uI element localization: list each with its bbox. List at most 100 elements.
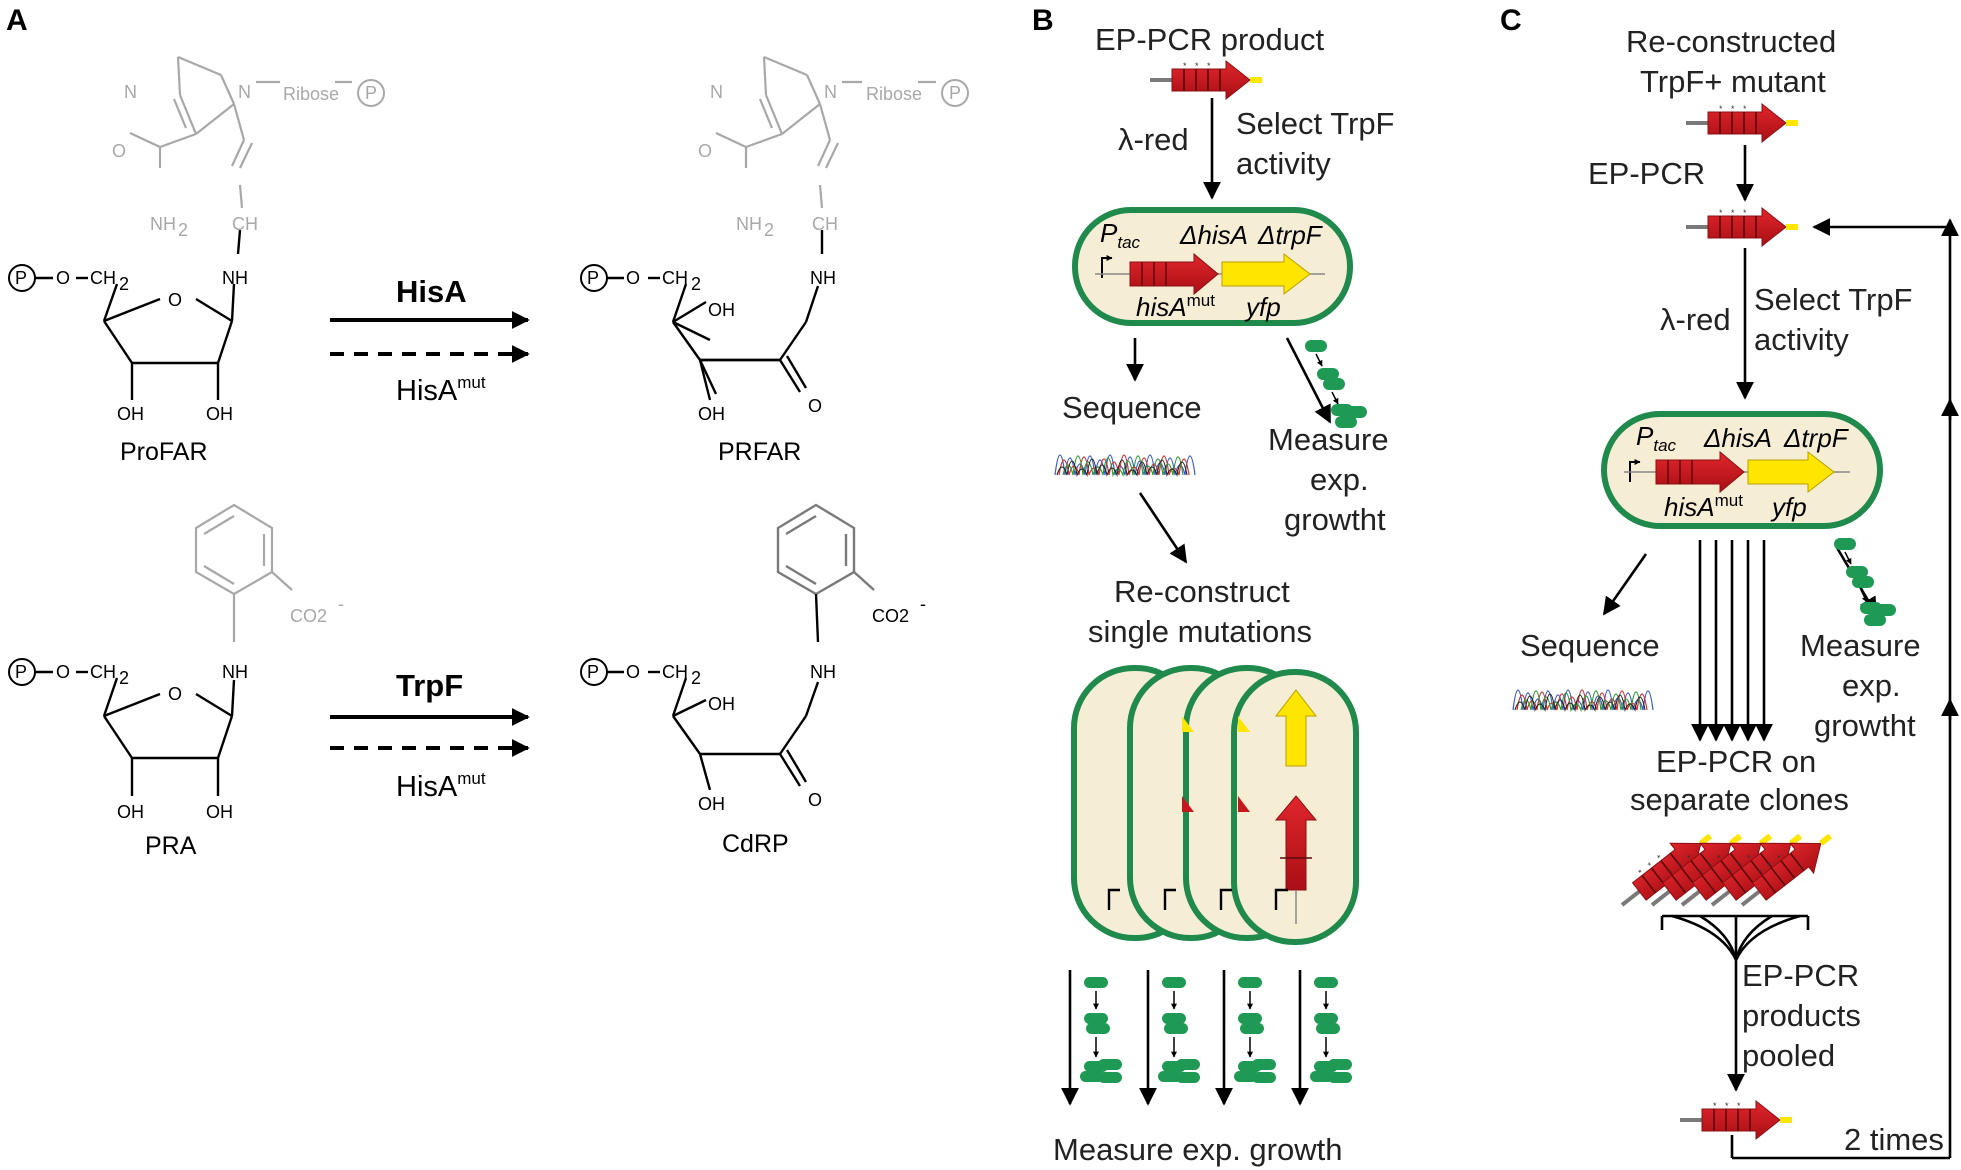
c-sequence: Sequence <box>1520 628 1660 663</box>
ribose-label: Ribose <box>283 84 339 104</box>
b-arrow-reconstruct <box>1138 492 1188 564</box>
c-loop-back <box>1730 218 1959 1160</box>
ch2-sub-4: 2 <box>691 668 701 688</box>
b-measure-1: Measure <box>1268 422 1389 457</box>
hisa-reaction: HisA HisAmut <box>330 274 530 407</box>
b-chromatogram <box>1054 454 1196 476</box>
b-delta-hisa: ΔhisA <box>1179 220 1248 250</box>
b-promoter: Ptac <box>1100 218 1141 252</box>
c-pooled-2: products <box>1742 998 1861 1033</box>
c-select-2: activity <box>1754 322 1849 357</box>
c-construct-mid <box>1685 207 1799 247</box>
b-select-1: Select TrpF <box>1236 106 1395 141</box>
c-growth-icon <box>1834 538 1896 626</box>
c-diagonal-constructs <box>1609 820 1843 921</box>
prfar-structure: N N Ribose P O NH 2 CH P O CH <box>580 55 969 466</box>
panel-label-b: B <box>1032 4 1054 37</box>
n-atom-2: N <box>238 82 251 102</box>
o-link-3: O <box>56 662 70 682</box>
c-construct-top <box>1685 103 1799 143</box>
hisa-label: HisA <box>396 274 467 309</box>
co2-charge-2: - <box>920 594 926 614</box>
b-measure-growth: Measure exp. growth <box>1053 1132 1342 1167</box>
oh-4a: OH <box>708 694 735 714</box>
c-construct-bottom <box>1679 1100 1793 1140</box>
c-hisa-gene: hisAmut <box>1664 491 1743 522</box>
ch2-sub-2: 2 <box>691 274 701 294</box>
profar-label: ProFAR <box>120 438 208 466</box>
phosphate-grey-2: P <box>949 83 961 103</box>
ch-label-2: CH <box>812 214 838 234</box>
oh-2a: OH <box>708 300 735 320</box>
trpf-reaction: TrpF HisAmut <box>330 668 530 803</box>
hisa-mut-label-1: HisAmut <box>396 373 486 407</box>
ch2-sub-1: 2 <box>119 274 129 294</box>
b-arrow-measure <box>1285 337 1332 424</box>
n-atom-3: N <box>710 82 723 102</box>
pra-structure: CO2 - P O CH 2 O NH OH OH PRA <box>8 503 344 860</box>
panel-label-c: C <box>1500 4 1522 37</box>
ch-label: CH <box>232 214 258 234</box>
cdrp-structure: CO2 - P O CH 2 OH OH O NH CdRP <box>580 503 926 858</box>
phosphate-3: P <box>15 662 27 682</box>
b-measure-2: exp. <box>1310 462 1369 497</box>
c-promoter: Ptac <box>1636 421 1677 455</box>
c-select-1: Select TrpF <box>1754 282 1913 317</box>
ribose-label-2: Ribose <box>866 84 922 104</box>
b-construct-top <box>1149 60 1263 100</box>
n-atom-1: N <box>124 82 137 102</box>
oh-3b: OH <box>206 802 233 822</box>
b-growth-icon <box>1305 340 1367 428</box>
b-ep-pcr-product: EP-PCR product <box>1095 22 1325 57</box>
amine-label-2: NH <box>736 214 762 234</box>
c-delta-trpf: ΔtrpF <box>1783 423 1850 453</box>
panel-label-a: A <box>6 4 28 37</box>
c-pooling-bracket <box>1660 914 1810 1092</box>
ch2-1: CH <box>90 268 116 288</box>
b-delta-trpf: ΔtrpF <box>1257 220 1324 250</box>
oh-1b: OH <box>206 404 233 424</box>
o-link-4: O <box>626 662 640 682</box>
oh-2b: OH <box>698 404 725 424</box>
b-cell: Ptac ΔhisA ΔtrpF hisAmut yfp <box>1072 207 1353 326</box>
o-link-1: O <box>56 268 70 288</box>
profar-structure: N N Ribose P O NH 2 CH P O CH 2 O <box>8 55 385 466</box>
amine-label: NH <box>150 214 176 234</box>
ring-o-1: O <box>168 290 182 310</box>
ch2-2: CH <box>662 268 688 288</box>
c-arrow-sequence <box>1602 553 1648 616</box>
ch2-sub-3: 2 <box>119 668 129 688</box>
b-sequence: Sequence <box>1062 390 1202 425</box>
c-measure-2: exp. <box>1842 668 1901 703</box>
b-yfp-gene: yfp <box>1244 292 1281 322</box>
nh-2: NH <box>810 268 836 288</box>
amine-sub-2: 2 <box>764 220 774 240</box>
b-select-2: activity <box>1236 146 1331 181</box>
carbonyl-o-2: O <box>698 141 712 161</box>
pra-label: PRA <box>145 832 197 860</box>
phosphate-1: P <box>15 268 27 288</box>
c-pooled-1: EP-PCR <box>1742 958 1859 993</box>
c-cell: Ptac ΔhisA ΔtrpF hisAmut yfp <box>1601 411 1883 529</box>
amine-sub: 2 <box>178 220 188 240</box>
carbonyl-o: O <box>112 141 126 161</box>
c-title-2: TrpF+ mutant <box>1640 64 1826 99</box>
phosphate-4: P <box>587 662 599 682</box>
carbonyl-o-4: O <box>808 790 822 810</box>
nh-4: NH <box>810 662 836 682</box>
c-yfp-gene: yfp <box>1770 492 1807 522</box>
c-measure-1: Measure <box>1800 628 1921 663</box>
b-hisa-gene: hisAmut <box>1136 291 1215 322</box>
b-reconstruct-1: Re-construct <box>1114 574 1290 609</box>
hisa-mut-label-2: HisAmut <box>396 769 486 803</box>
c-lambda-red: λ-red <box>1660 302 1731 337</box>
b-measure-3: growtht <box>1284 502 1386 537</box>
phosphate-grey: P <box>365 83 377 103</box>
n-atom-4: N <box>824 82 837 102</box>
carbonyl-o-3: O <box>808 396 822 416</box>
co2-label: CO2 <box>290 606 327 626</box>
ch2-3: CH <box>90 662 116 682</box>
b-reconstruct-2: single mutations <box>1088 614 1312 649</box>
oh-4b: OH <box>698 794 725 814</box>
